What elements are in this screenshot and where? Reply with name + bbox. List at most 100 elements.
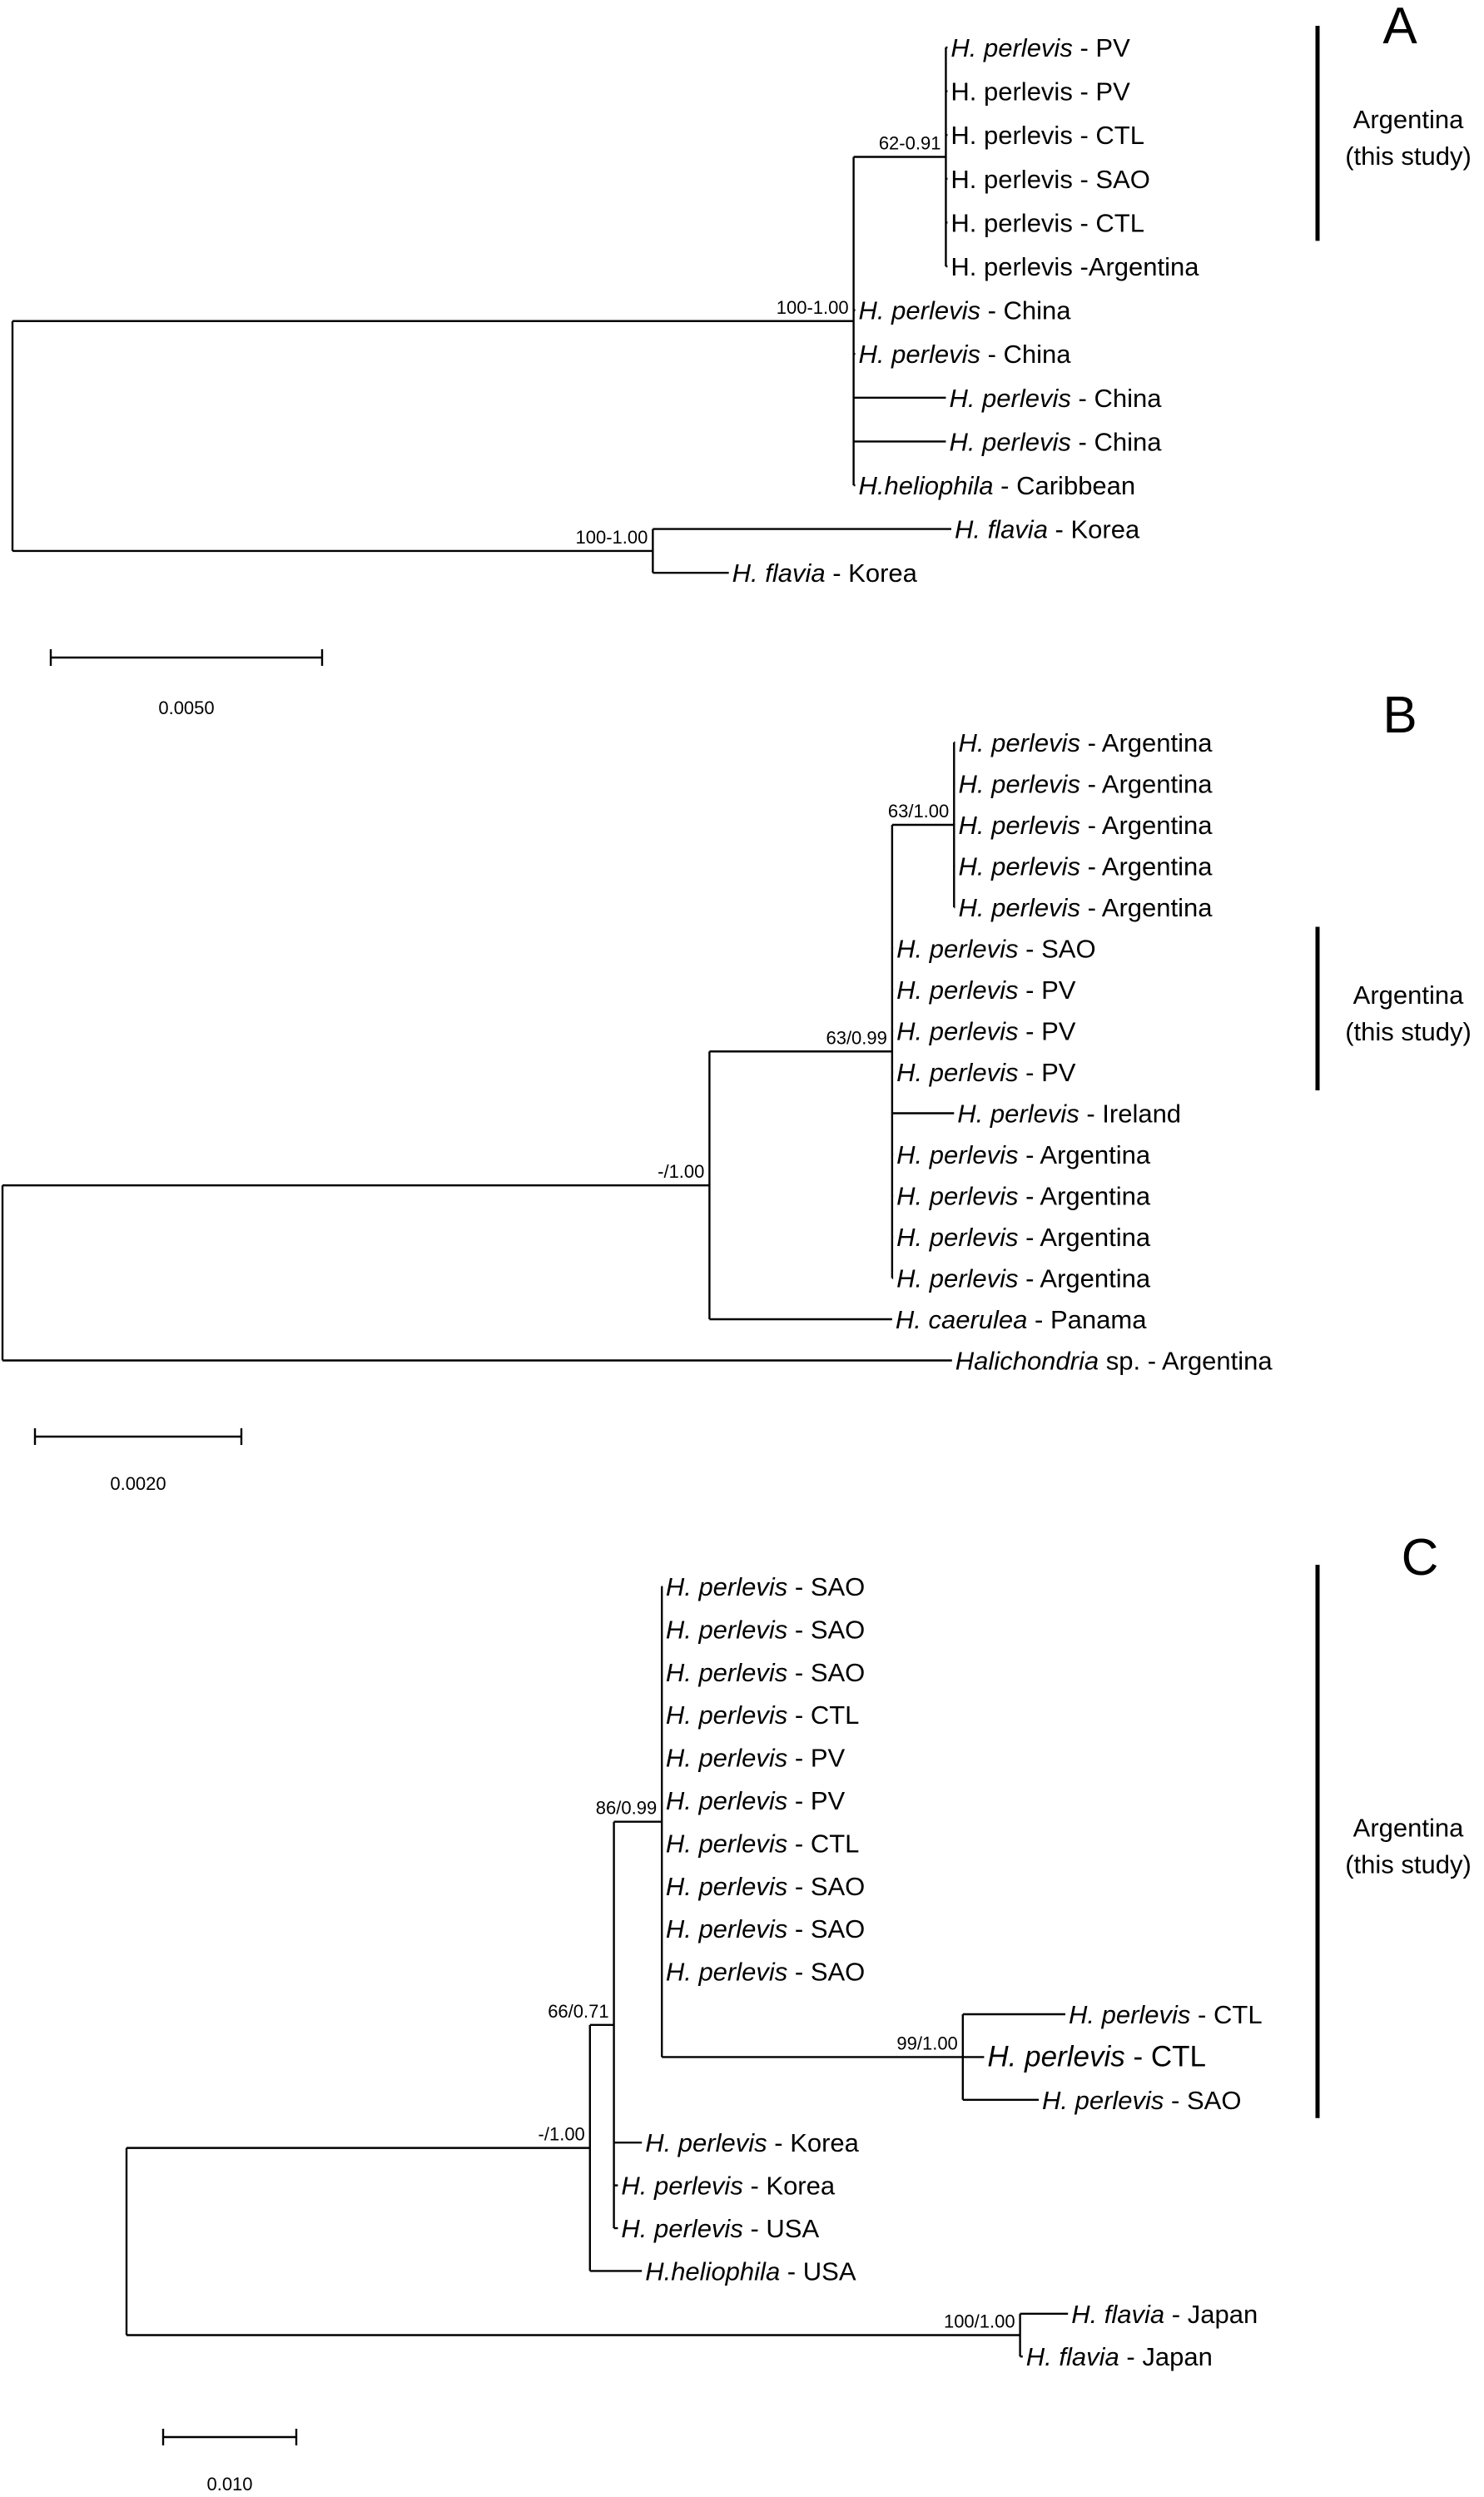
locality: SAO bbox=[811, 1615, 865, 1644]
taxon-name: H. perlevis bbox=[959, 811, 1080, 840]
locality: Korea bbox=[766, 2172, 835, 2201]
separator: - bbox=[787, 1700, 811, 1730]
support-value: 86/0.99 bbox=[596, 1798, 657, 1819]
taxon-name: H. perlevis bbox=[950, 208, 1072, 237]
separator: - bbox=[787, 1572, 811, 1601]
locality: USA bbox=[803, 2256, 856, 2286]
taxon-name: H. perlevis bbox=[957, 1100, 1079, 1129]
tip-label: H. perlevis - Argentina bbox=[959, 770, 1214, 799]
tip-label: H. perlevis - Korea bbox=[645, 2128, 859, 2157]
taxon-name: H. perlevis bbox=[896, 1223, 1018, 1252]
separator: - bbox=[767, 2128, 791, 2157]
taxon-name: H. perlevis bbox=[896, 1058, 1018, 1087]
separator: - bbox=[1019, 1223, 1040, 1252]
locality: SAO bbox=[811, 1872, 865, 1901]
locality: China bbox=[1094, 384, 1162, 413]
taxon-name: H. perlevis bbox=[896, 1140, 1018, 1169]
panel-letter: A bbox=[1382, 0, 1417, 55]
locality: Korea bbox=[790, 2128, 859, 2157]
tip-label: H. perlevis - PV bbox=[896, 1017, 1076, 1046]
locality: Panama bbox=[1050, 1305, 1147, 1334]
locality: PV bbox=[1041, 1017, 1076, 1046]
separator: - bbox=[1125, 2040, 1151, 2073]
taxon-name: H. perlevis bbox=[666, 1786, 787, 1815]
separator: - bbox=[787, 1958, 811, 1987]
scale-bar-label: 0.0050 bbox=[158, 697, 214, 718]
scale-bar-label: 0.0020 bbox=[110, 1473, 166, 1494]
tip-label: H. perlevis - Argentina bbox=[896, 1264, 1151, 1293]
scale-bar-label: 0.010 bbox=[206, 2474, 252, 2495]
locality: CTL bbox=[1095, 208, 1144, 237]
separator: - bbox=[1080, 770, 1102, 799]
separator: - bbox=[787, 1872, 811, 1901]
locality: Japan bbox=[1188, 2300, 1258, 2329]
separator: - bbox=[1073, 77, 1096, 107]
locality: SAO bbox=[811, 1958, 865, 1987]
taxon-name: H. perlevis bbox=[896, 935, 1018, 964]
locality: PV bbox=[811, 1744, 846, 1773]
support-value: 100-1.00 bbox=[576, 527, 648, 548]
tip-label: H. perlevis - SAO bbox=[666, 1914, 865, 1943]
tip-label: H. perlevis - China bbox=[859, 340, 1072, 369]
separator: - bbox=[994, 471, 1017, 500]
taxon-name: H. perlevis bbox=[666, 1700, 787, 1730]
tip-label: H. perlevis - PV bbox=[666, 1786, 846, 1815]
taxon-name: H. perlevis bbox=[1069, 2000, 1190, 2029]
support-value: -/1.00 bbox=[658, 1161, 704, 1182]
tip-label: H. perlevis - SAO bbox=[950, 165, 1149, 194]
group-label-line1: Argentina bbox=[1353, 980, 1464, 1010]
taxon-name: H. perlevis bbox=[859, 340, 980, 369]
separator: - bbox=[787, 1658, 811, 1687]
tip-label: H. perlevis - Argentina bbox=[896, 1140, 1151, 1169]
tip-label: H. perlevis - CTL bbox=[1069, 2000, 1263, 2029]
tip-label: H.heliophila - USA bbox=[645, 2256, 856, 2286]
locality: PV bbox=[811, 1786, 846, 1815]
tip-label: H. perlevis - Argentina bbox=[959, 852, 1214, 881]
tip-label: H. perlevis -Argentina bbox=[950, 252, 1199, 281]
locality: PV bbox=[1095, 33, 1130, 62]
tip-label: H. perlevis - Argentina bbox=[959, 811, 1214, 840]
group-label-line2: (this study) bbox=[1345, 1017, 1472, 1046]
taxon-name: H. perlevis bbox=[1042, 2086, 1164, 2115]
separator: - bbox=[787, 1744, 811, 1773]
tip-label: H. perlevis - Argentina bbox=[959, 893, 1214, 922]
taxon-name: H. perlevis bbox=[666, 1615, 787, 1644]
tip-label: H. perlevis - SAO bbox=[666, 1615, 865, 1644]
locality: CTL bbox=[811, 1700, 860, 1730]
taxon-name: H. perlevis bbox=[959, 770, 1080, 799]
locality: China bbox=[1004, 340, 1072, 369]
locality: PV bbox=[1041, 975, 1076, 1005]
locality: CTL bbox=[811, 1829, 860, 1858]
taxon-name: H. perlevis bbox=[666, 1958, 787, 1987]
tip-label: H.heliophila - Caribbean bbox=[859, 471, 1136, 500]
separator: - bbox=[787, 1615, 811, 1644]
separator: - bbox=[1071, 384, 1094, 413]
taxon-name: H. flavia bbox=[732, 558, 826, 588]
separator: - bbox=[743, 2172, 767, 2201]
separator: - bbox=[787, 1914, 811, 1943]
taxon-name: H. perlevis bbox=[950, 121, 1072, 150]
tip-label: H. perlevis - CTL bbox=[950, 208, 1144, 237]
separator: - bbox=[1073, 208, 1096, 237]
locality: Japan bbox=[1142, 2342, 1212, 2371]
separator: - bbox=[1073, 165, 1096, 194]
group-label-line1: Argentina bbox=[1353, 1813, 1464, 1842]
separator: - bbox=[1071, 427, 1094, 456]
separator: - bbox=[980, 296, 1004, 325]
separator: - bbox=[1019, 975, 1042, 1005]
tip-label: H. perlevis - CTL bbox=[666, 1700, 860, 1730]
tip-label: H. perlevis - Ireland bbox=[957, 1100, 1181, 1129]
tip-label: H. perlevis - SAO bbox=[1042, 2086, 1241, 2115]
tip-label: H. perlevis - SAO bbox=[666, 1572, 865, 1601]
locality: Ireland bbox=[1102, 1100, 1181, 1129]
locality: Korea bbox=[848, 558, 917, 588]
group-label-line1: Argentina bbox=[1353, 105, 1464, 134]
separator: - bbox=[1019, 1264, 1040, 1293]
locality: Argentina bbox=[1162, 1347, 1273, 1376]
separator: - bbox=[1080, 728, 1102, 757]
taxon-name: H. perlevis bbox=[959, 728, 1080, 757]
taxon-name: H. perlevis bbox=[896, 1182, 1018, 1211]
